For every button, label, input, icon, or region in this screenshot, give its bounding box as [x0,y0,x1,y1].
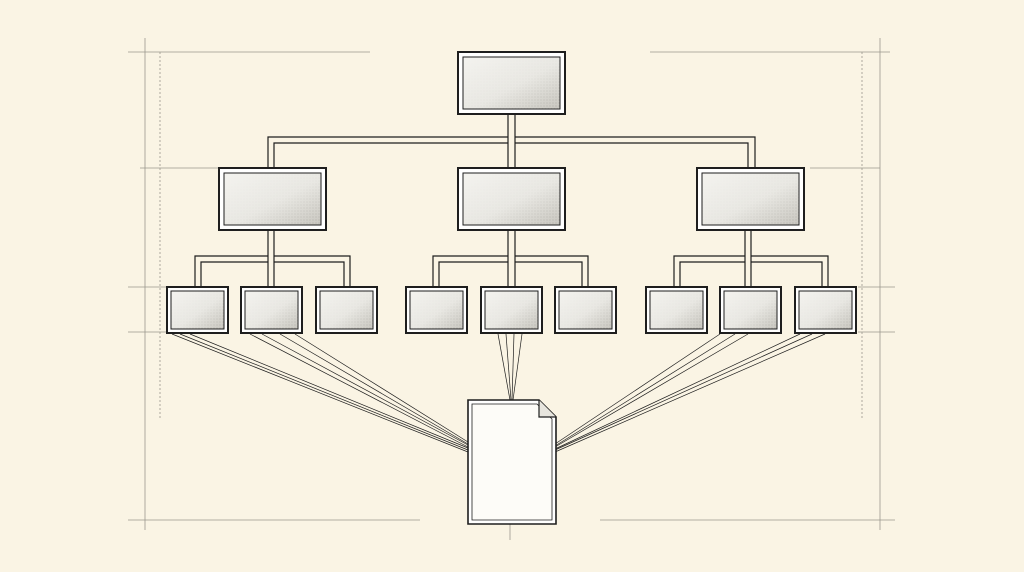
document-icon [467,399,557,525]
convergence-lines [171,333,826,453]
tree-connectors [194,113,829,287]
leaf-node [554,286,617,334]
leaf-node [480,286,543,334]
leaf-node [645,286,708,334]
root-node [457,51,566,115]
level2-node-right [696,167,805,231]
leaf-node [240,286,303,334]
leaf-node [315,286,378,334]
leaf-node [166,286,229,334]
leaf-node [794,286,857,334]
leaf-node [719,286,782,334]
level2-node-left [218,167,327,231]
leaf-node [405,286,468,334]
leaf-nodes [166,286,857,334]
level2-node-center [457,167,566,231]
guide-lines [128,38,895,540]
